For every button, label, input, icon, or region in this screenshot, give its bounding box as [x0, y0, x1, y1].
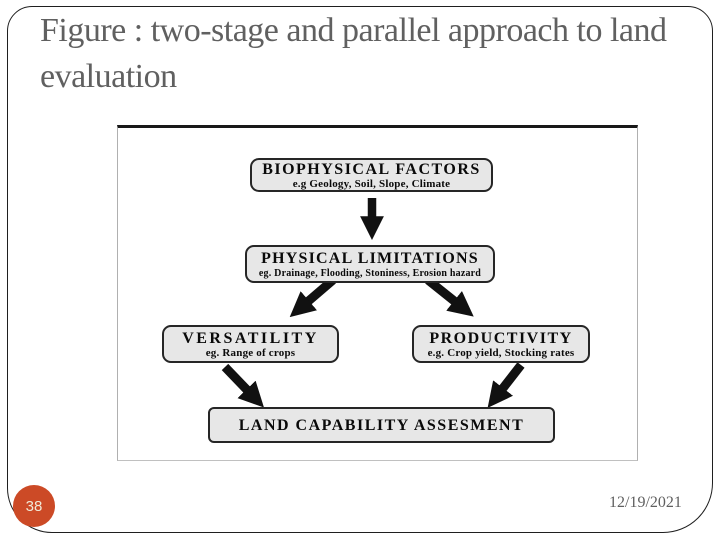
arrow-diagonal-versatility-to-assessment-icon — [221, 363, 264, 408]
page-number-badge: 38 — [13, 485, 55, 527]
box-subtitle: eg. Range of crops — [205, 346, 296, 359]
arrow-diagonal-productivity-to-assessment-icon — [487, 362, 525, 408]
box-title: BIOPHYSICAL FACTORS — [262, 160, 481, 178]
box-title: PRODUCTIVITY — [429, 329, 573, 347]
flow-box-land-capability-assessment: LAND CAPABILITY ASSESMENT — [208, 407, 555, 443]
box-subtitle: e.g. Crop yield, Stocking rates — [427, 346, 575, 359]
land-evaluation-flowchart: BIOPHYSICAL FACTORS e.g Geology, Soil, S… — [117, 125, 638, 461]
slide-title: Figure : two-stage and parallel approach… — [40, 12, 667, 95]
box-subtitle: e.g Geology, Soil, Slope, Climate — [292, 177, 451, 190]
arrow-diagonal-physical-to-productivity-icon — [425, 276, 474, 317]
box-title: LAND CAPABILITY ASSESMENT — [238, 416, 525, 434]
page-number: 38 — [25, 497, 43, 515]
box-title: PHYSICAL LIMITATIONS — [261, 249, 479, 267]
flow-box-biophysical-factors: BIOPHYSICAL FACTORS e.g Geology, Soil, S… — [250, 158, 493, 192]
box-subtitle: eg. Drainage, Flooding, Stoniness, Erosi… — [258, 267, 482, 279]
box-title: VERSATILITY — [182, 329, 319, 347]
flow-box-physical-limitations: PHYSICAL LIMITATIONS eg. Drainage, Flood… — [245, 245, 495, 283]
flowchart-arrows — [221, 198, 525, 408]
slide-date: 12/19/2021 — [609, 494, 682, 511]
flow-box-versatility: VERSATILITY eg. Range of crops — [162, 325, 339, 363]
arrow-diagonal-physical-to-versatility-icon — [289, 276, 336, 318]
flow-box-productivity: PRODUCTIVITY e.g. Crop yield, Stocking r… — [412, 325, 590, 363]
